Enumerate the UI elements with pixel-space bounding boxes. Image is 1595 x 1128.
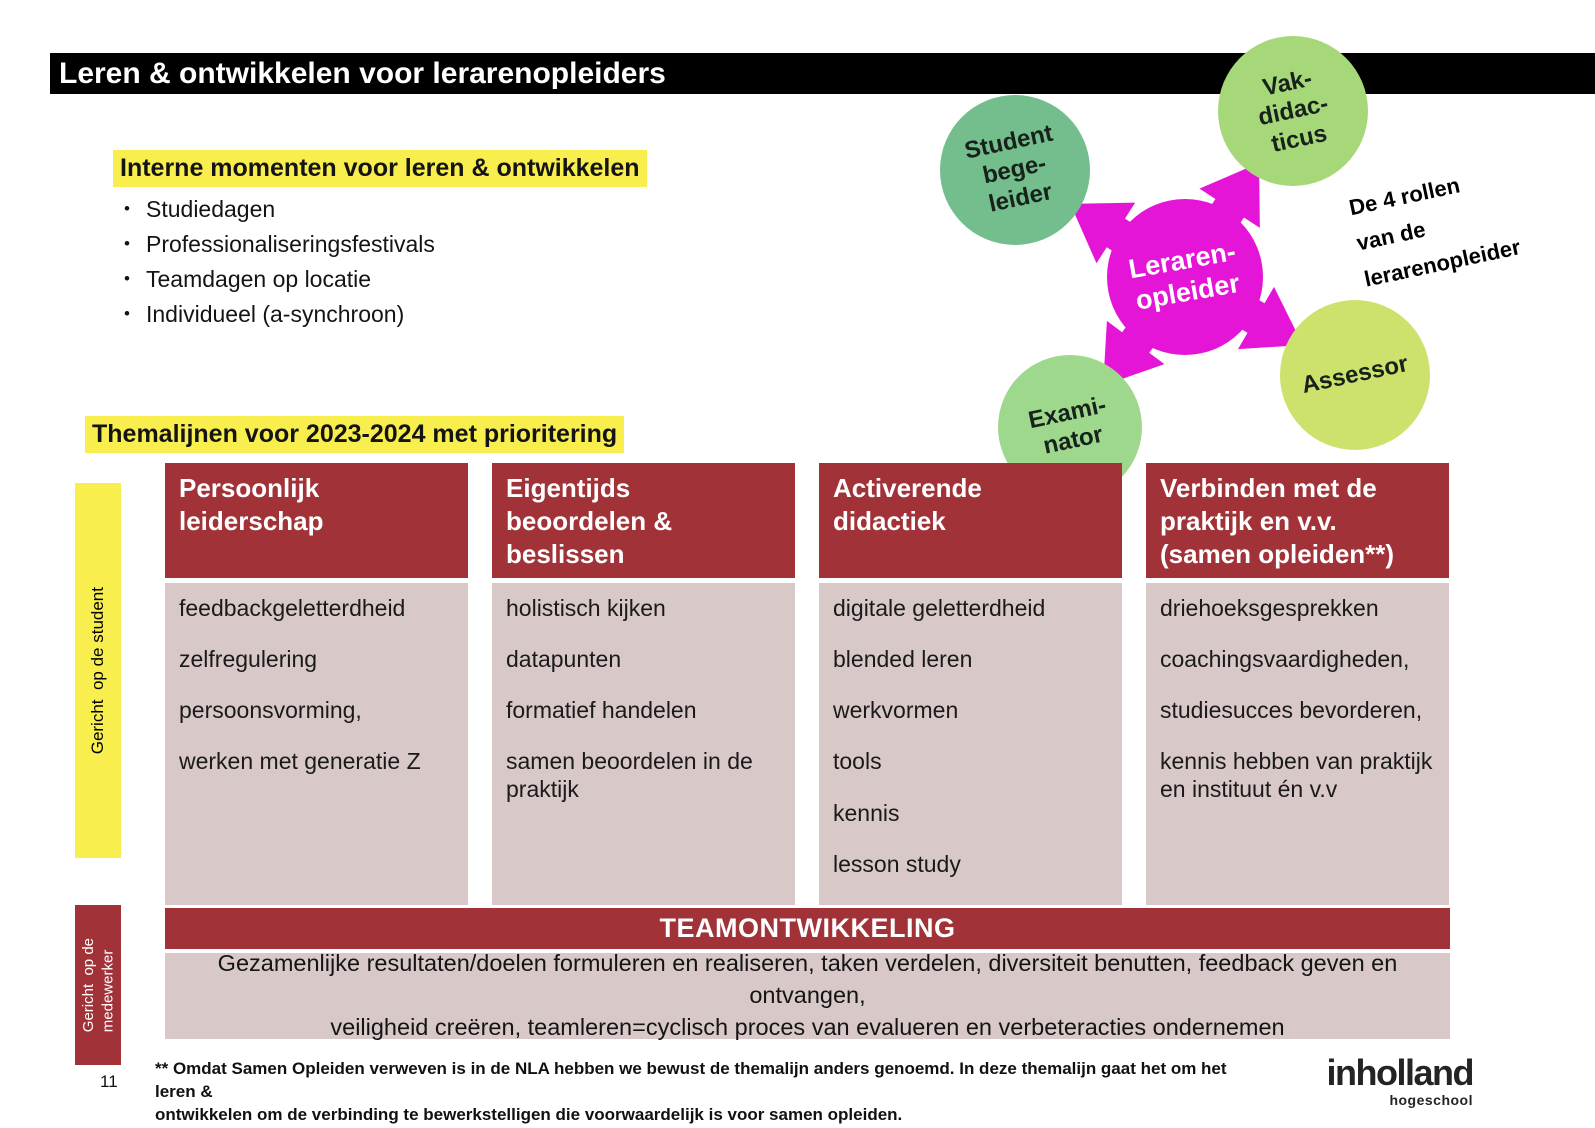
inholland-logo: inholland hogeschool <box>1305 1052 1475 1109</box>
thema-item: persoonsvorming, <box>179 697 362 724</box>
thema-item: coachingsvaardigheden, <box>1160 646 1410 673</box>
list-item-individueel: Individueel (a-synchroon) <box>118 303 435 326</box>
inholland-logo-subtitle: hogeschool <box>1389 1092 1473 1108</box>
interne-momenten-list: Studiedagen Professionaliseringsfestival… <box>118 198 435 338</box>
thema-column-title: Persoonlijk leiderschap <box>165 463 468 578</box>
thema-item: digitale geletterdheid <box>833 595 1046 621</box>
teamontwikkeling-description-box: Gezamenlijke resultaten/doelen formulere… <box>165 950 1450 1040</box>
themalijnen-heading: Themalijnen voor 2023-2024 met prioriter… <box>85 416 625 453</box>
thema-column-title: Eigentijds beoordelen & beslissen <box>492 463 795 578</box>
inholland-logo-wordmark: inholland <box>1326 1052 1475 1093</box>
thema-column-persoonlijk-leiderschap: Persoonlijk leiderschap feedbackgeletter… <box>165 463 468 905</box>
thema-item: studiesucces bevorderen, <box>1160 697 1423 724</box>
thema-item: kennis <box>833 799 900 826</box>
role-circle-vakdidacticus: Vak- didac- ticus <box>1218 36 1368 186</box>
thema-item: kennis hebben van praktijk en instituut … <box>1160 748 1433 802</box>
thema-item: holistisch kijken <box>506 595 666 621</box>
slide-title: Leren & ontwikkelen voor lerarenopleider… <box>59 56 666 90</box>
thema-item: driehoeksgesprekken <box>1160 595 1379 621</box>
interne-momenten-heading: Interne momenten voor leren & ontwikkele… <box>113 150 647 187</box>
page-number: 11 <box>100 1072 118 1091</box>
thema-column-eigentijds-beoordelen: Eigentijds beoordelen & beslissen holist… <box>492 463 795 905</box>
teamontwikkeling-bar: TEAMONTWIKKELING <box>165 908 1450 949</box>
thema-column-body: digitale geletterdheid blended leren wer… <box>819 583 1122 905</box>
thema-item: formatief handelen <box>506 697 697 724</box>
role-label-student-begeleider: Student bege- leider <box>962 119 1056 217</box>
role-label-vakdidacticus: Vak- didac- ticus <box>1255 64 1331 158</box>
role-label-assessor: Assessor <box>1299 349 1411 399</box>
role-label-examinator: Exami- nator <box>1025 391 1109 460</box>
teamontwikkeling-title: TEAMONTWIKKELING <box>659 913 956 943</box>
footnote: ** Omdat Samen Opleiden verweven is in d… <box>155 1059 1227 1124</box>
thema-column-verbinden-praktijk: Verbinden met de praktijk en v.v. (samen… <box>1146 463 1449 905</box>
role-circle-assessor: Assessor <box>1280 300 1430 450</box>
role-label-lerarenopleider: Leraren- opleider <box>1126 236 1242 316</box>
thema-item: datapunten <box>506 646 622 673</box>
thema-column-body: driehoeksgesprekken coachingsvaardighede… <box>1146 583 1449 905</box>
teamontwikkeling-description: Gezamenlijke resultaten/doelen formulere… <box>217 950 1398 1040</box>
themalijnen-grid: Persoonlijk leiderschap feedbackgeletter… <box>165 463 1449 905</box>
thema-item: lesson study <box>833 850 961 877</box>
list-item-teamdagen: Teamdagen op locatie <box>118 268 435 291</box>
thema-column-title: Activerende didactiek <box>819 463 1122 578</box>
thema-item: samen beoordelen in de praktijk <box>506 748 753 802</box>
thema-column-activerende-didactiek: Activerende didactiek digitale geletterd… <box>819 463 1122 905</box>
side-label-gericht-op-medewerker: Gericht op de medewerker <box>75 905 121 1065</box>
side-label-gericht-op-student: Gericht op de student <box>75 483 121 858</box>
side-label-student-text: Gericht op de student <box>88 586 107 755</box>
thema-column-body: holistisch kijken datapunten formatief h… <box>492 583 795 905</box>
thema-column-title: Verbinden met de praktijk en v.v. (samen… <box>1146 463 1449 578</box>
list-item-professionaliseringsfestivals: Professionaliseringsfestivals <box>118 233 435 256</box>
thema-item: blended leren <box>833 646 973 673</box>
thema-column-body: feedbackgeletterdheid zelfregulering per… <box>165 583 468 905</box>
role-circle-student-begeleider: Student bege- leider <box>940 95 1090 245</box>
thema-item: werken met generatie Z <box>179 748 421 775</box>
role-circle-lerarenopleider: Leraren- opleider <box>1107 199 1263 355</box>
roles-diagram: Student bege- leider Vak- didac- ticus L… <box>930 30 1550 520</box>
thema-item: werkvormen <box>833 697 959 724</box>
thema-item: feedbackgeletterdheid <box>179 595 406 621</box>
thema-item: zelfregulering <box>179 646 318 673</box>
side-label-medewerker-text: Gericht op de medewerker <box>79 937 117 1033</box>
list-item-studiedagen: Studiedagen <box>118 198 435 221</box>
thema-item: tools <box>833 748 882 775</box>
